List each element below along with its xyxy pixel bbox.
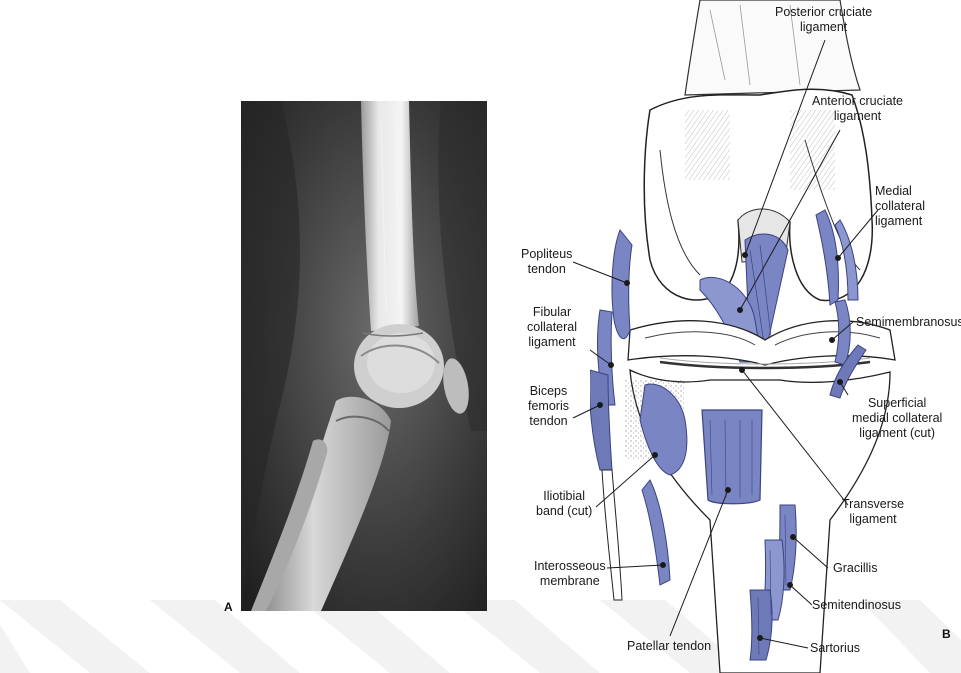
label-gracilis: Gracillis [833,561,877,576]
label-semitendinosus: Semitendinosus [812,598,901,613]
knee-anatomy-illustration [590,0,961,673]
label-sartorius: Sartorius [810,641,860,656]
panel-a-letter: A [224,600,233,614]
label-semimembranosus: Semimembranosus [856,315,961,330]
panel-b-letter: B [942,627,951,641]
label-patellar-tendon: Patellar tendon [627,639,711,654]
knee-xray-image [241,101,487,611]
